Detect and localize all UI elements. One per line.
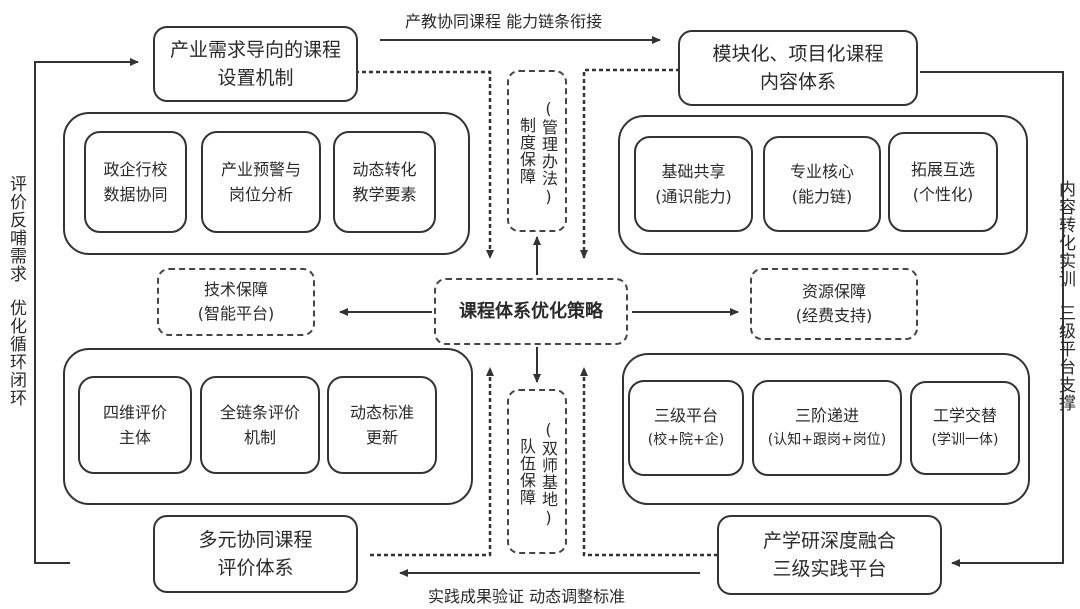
item-bottom-left-1: 四维评价 主体 xyxy=(78,376,192,474)
item-line1: 产业预警与 xyxy=(220,160,301,179)
item-line2: (个性化) xyxy=(912,185,974,204)
corner-box-top-right-line1: 模块化、项目化课程 xyxy=(712,43,884,65)
item-line2: (学训一体) xyxy=(931,432,999,448)
item-line1: 政企行校 xyxy=(103,160,168,179)
guarantee-bottom-main: 队伍保障 xyxy=(517,437,536,506)
corner-box-top-right: 模块化、项目化课程 内容体系 xyxy=(678,30,918,106)
item-top-left-3: 动态转化 教学要素 xyxy=(333,131,436,233)
item-line2: 教学要素 xyxy=(352,185,417,204)
guarantee-top-main: 制度保障 xyxy=(517,117,536,185)
item-top-left-1: 政企行校 数据协同 xyxy=(84,131,187,233)
guarantee-left-box: 技术保障 (智能平台) xyxy=(157,268,315,336)
item-line1: 专业核心 xyxy=(789,162,854,181)
item-bottom-right-3: 工学交替 (学训一体) xyxy=(910,381,1020,475)
item-top-left-2: 产业预警与 岗位分析 xyxy=(201,131,321,233)
item-line2: (校+院+企) xyxy=(647,432,725,448)
right-side-label: 内容转化实训 三级平台支撑 xyxy=(1053,180,1078,412)
item-bottom-left-2: 全链条评价 机制 xyxy=(200,376,320,474)
item-line2: 机制 xyxy=(243,428,276,447)
dashed-arrow-top-left xyxy=(355,70,494,259)
guarantee-left-line2: (智能平台) xyxy=(197,304,275,323)
item-line2: 数据协同 xyxy=(103,185,168,204)
item-top-right-2: 专业核心 (能力链) xyxy=(763,136,881,232)
top-flow-label: 产教协同课程 能力链条衔接 xyxy=(405,12,603,31)
corner-box-top-left-line2: 设置机制 xyxy=(217,67,294,89)
left-loop-arrow xyxy=(34,58,139,564)
item-line1: 工学交替 xyxy=(932,406,997,425)
item-line2: (能力链) xyxy=(791,187,853,206)
item-line1: 四维评价 xyxy=(102,403,167,422)
guarantee-right-line1: 资源保障 xyxy=(801,282,866,301)
corner-box-bottom-right-line2: 三级实践平台 xyxy=(772,558,887,580)
corner-box-top-left: 产业需求导向的课程 设置机制 xyxy=(153,26,358,102)
left-side-label-line1: 评价反哺需求 xyxy=(6,175,26,283)
item-line1: 拓展互选 xyxy=(910,160,975,179)
item-line1: 三阶递进 xyxy=(794,406,859,425)
item-bottom-left-3: 动态标准 更新 xyxy=(327,376,437,474)
guarantee-bottom-box: 队伍保障 (双师基地) xyxy=(507,389,567,554)
guarantee-bottom-sub: (双师基地) xyxy=(539,419,558,528)
right-side-label-line1: 内容转化实训 xyxy=(1055,180,1075,288)
right-side-label-line2: 三级平台支撑 xyxy=(1055,304,1075,412)
corner-box-bottom-right-line1: 产学研深度融合 xyxy=(762,530,896,552)
item-line1: 动态标准 xyxy=(349,403,414,422)
corner-box-bottom-left: 多元协同课程 评价体系 xyxy=(153,515,358,593)
corner-box-top-left-line1: 产业需求导向的课程 xyxy=(169,39,341,61)
left-side-label: 评价反哺需求 优化循环闭环 xyxy=(4,175,29,407)
dashed-arrow-top-right xyxy=(580,68,680,259)
corner-box-bottom-right: 产学研深度融合 三级实践平台 xyxy=(717,515,942,595)
item-line1: 全链条评价 xyxy=(219,403,300,422)
item-top-right-1: 基础共享 (通识能力) xyxy=(634,136,753,232)
left-side-label-line2: 优化循环闭环 xyxy=(6,299,26,407)
item-line1: 动态转化 xyxy=(352,160,417,179)
item-top-right-3: 拓展互选 (个性化) xyxy=(888,132,998,232)
dashed-arrow-bottom-left xyxy=(370,367,494,557)
center-strategy-box: 课程体系优化策略 xyxy=(434,278,628,345)
corner-box-top-right-line2: 内容体系 xyxy=(759,71,836,93)
bottom-flow-label: 实践成果验证 动态调整标准 xyxy=(428,587,626,606)
right-loop-arrow xyxy=(920,71,1064,567)
guarantee-right-box: 资源保障 (经费支持) xyxy=(750,268,918,340)
corner-box-bottom-left-line1: 多元协同课程 xyxy=(198,529,313,551)
center-strategy-label: 课程体系优化策略 xyxy=(459,300,603,322)
guarantee-right-line2: (经费支持) xyxy=(795,306,873,325)
dashed-arrow-bottom-right xyxy=(580,367,718,557)
guarantee-top-sub: (管理办法) xyxy=(539,99,558,207)
item-bottom-right-1: 三级平台 (校+院+企) xyxy=(628,380,744,476)
item-line1: 基础共享 xyxy=(661,162,726,181)
item-line2: (认知+跟岗+岗位) xyxy=(767,432,887,448)
item-line2: 更新 xyxy=(365,428,398,447)
item-line2: 岗位分析 xyxy=(228,185,293,204)
item-line2: (通识能力) xyxy=(655,187,732,206)
item-line2: 主体 xyxy=(118,428,151,447)
item-line1: 三级平台 xyxy=(653,406,718,425)
corner-box-bottom-left-line2: 评价体系 xyxy=(217,557,294,579)
guarantee-top-box: 制度保障 (管理办法) xyxy=(507,70,567,232)
item-bottom-right-2: 三阶递进 (认知+跟岗+岗位) xyxy=(752,380,902,476)
guarantee-left-line1: 技术保障 xyxy=(203,280,268,299)
